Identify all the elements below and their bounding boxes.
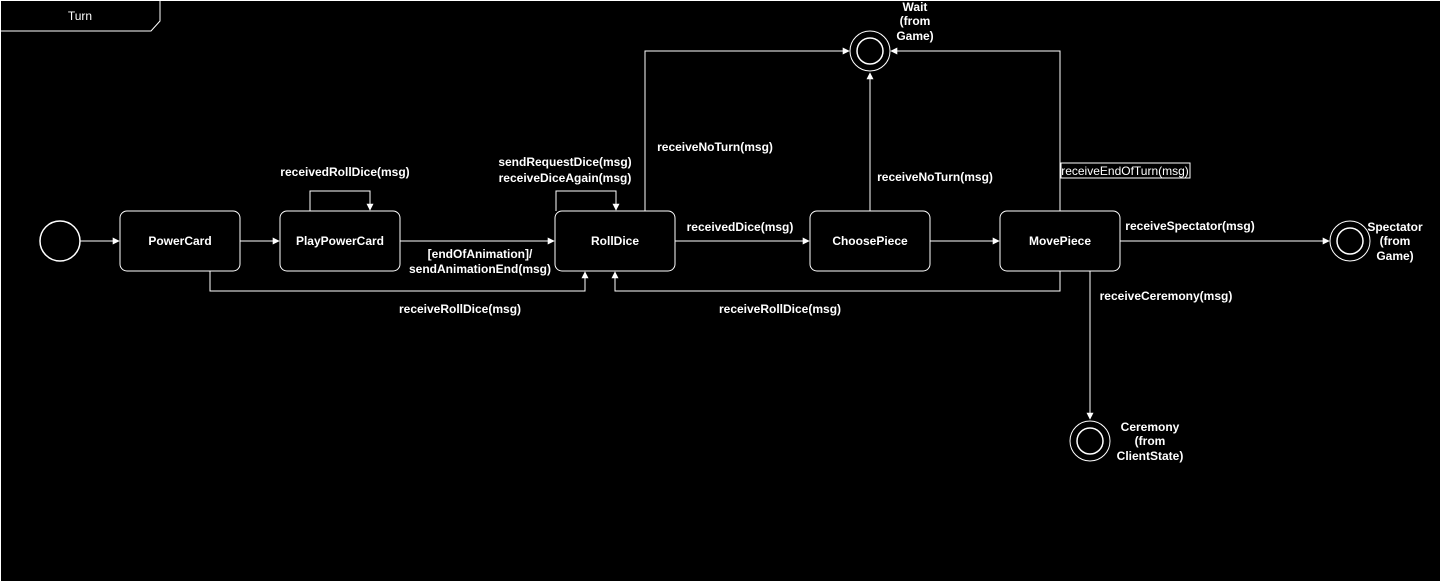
frame-title: Turn	[68, 9, 92, 23]
terminal-wait-line-2: (from	[900, 14, 931, 28]
label-receive-spectator: receiveSpectator(msg)	[1125, 219, 1254, 233]
state-choosepiece-label: ChoosePiece	[832, 234, 908, 248]
terminal-ceremony-line-3: ClientState)	[1117, 449, 1184, 463]
state-rolldice: RollDice	[554, 210, 676, 272]
label-receive-dice-again: receiveDiceAgain(msg)	[499, 171, 632, 185]
edge-movepiece-to-rolldice	[611, 271, 1061, 292]
terminal-wait-line-1: Wait	[903, 0, 928, 14]
label-send-animation-end: sendAnimationEnd(msg)	[409, 262, 551, 276]
state-powercard: PowerCard	[119, 210, 241, 272]
label-receive-ceremony: receiveCeremony(msg)	[1100, 289, 1233, 303]
terminal-spectator-line-3: Game)	[1376, 249, 1413, 263]
label-receive-end-of-turn-bg	[1060, 162, 1191, 179]
terminal-spectator-line-1: Spectator	[1367, 220, 1423, 234]
edge-movepiece-to-wait	[890, 47, 1061, 211]
label-receive-no-turn-1: receiveNoTurn(msg)	[657, 140, 773, 154]
edge-rolldice-to-wait	[644, 47, 850, 211]
edge-playpowercard-self	[309, 190, 374, 211]
terminal-wait-line-3: Game)	[896, 29, 933, 43]
initial-state	[39, 220, 81, 262]
label-send-request-dice: sendRequestDice(msg)	[498, 155, 631, 169]
terminal-spectator-line-2: (from	[1380, 234, 1411, 248]
terminal-ceremony-line-1: Ceremony	[1121, 420, 1180, 434]
terminal-ceremony: Ceremony (from ClientState)	[1069, 420, 1184, 463]
label-receive-end-of-turn: receiveEndOfTurn(msg)	[1061, 164, 1189, 178]
state-movepiece: MovePiece	[999, 210, 1121, 272]
label-received-roll-dice-self: receivedRollDice(msg)	[280, 165, 409, 179]
state-playpowercard: PlayPowerCard	[279, 210, 401, 272]
terminal-spectator: Spectator (from Game)	[1329, 220, 1423, 263]
state-playpowercard-label: PlayPowerCard	[296, 234, 384, 248]
label-end-of-animation: [endOfAnimation]/	[428, 247, 533, 261]
state-movepiece-label: MovePiece	[1029, 234, 1091, 248]
terminal-wait: Wait (from Game)	[849, 0, 934, 72]
label-received-dice: receivedDice(msg)	[687, 220, 794, 234]
label-receive-no-turn-2: receiveNoTurn(msg)	[877, 170, 993, 184]
edge-powercard-to-rolldice	[209, 271, 589, 292]
state-powercard-label: PowerCard	[148, 234, 211, 248]
state-choosepiece: ChoosePiece	[809, 210, 931, 272]
terminal-ceremony-line-2: (from	[1135, 434, 1166, 448]
frame-title-tab	[0, 0, 161, 32]
state-rolldice-label: RollDice	[591, 234, 639, 248]
label-receive-roll-dice-left: receiveRollDice(msg)	[399, 302, 521, 316]
label-receive-roll-dice-right: receiveRollDice(msg)	[719, 302, 841, 316]
edge-rolldice-self	[555, 190, 620, 211]
